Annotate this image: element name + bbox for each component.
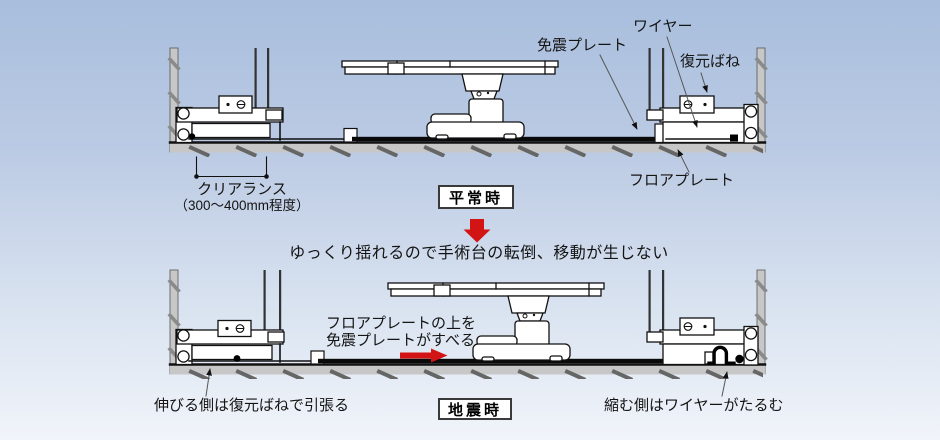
red-right-arrow-icon	[400, 348, 448, 363]
top-diagram	[167, 36, 768, 179]
bottom-left-device	[175, 270, 314, 366]
wire-clamp	[730, 134, 738, 142]
slack-side-label: 縮む側はワイヤーがたるむ	[604, 397, 784, 414]
bottom-leader-lines	[205, 368, 729, 397]
isolation-plate-label: 免震プレート	[537, 37, 628, 54]
top-operating-table	[341, 60, 559, 140]
clearance-label-range: （300〜400mm程度）	[174, 197, 310, 213]
wire-label: ワイヤー	[633, 18, 693, 35]
transition-caption: ゆっくり揺れるので手術台の転倒、移動が生じない	[289, 245, 669, 262]
clearance-label-title: クリアランス	[197, 181, 287, 198]
slide-annotation-line1: フロアプレートの上を	[326, 315, 477, 332]
stretch-side-label: 伸びる側は復元ばねで引張る	[154, 397, 350, 414]
top-floor-plate	[168, 141, 767, 157]
wire-clamp	[233, 355, 241, 362]
earthquake-state-box: 地震時	[438, 398, 512, 420]
bottom-operating-table	[387, 282, 605, 362]
clearance-dimension	[194, 156, 269, 179]
floor-plate-label: フロアプレート	[629, 172, 735, 189]
wire-clamp	[735, 354, 744, 364]
clearance-label: クリアランス （300〜400mm程度）	[168, 181, 316, 213]
slide-annotation: フロアプレートの上を 免震プレートがすべる	[326, 315, 477, 349]
restoring-spring-label: 復元ばね	[680, 53, 741, 70]
bottom-diagram	[167, 269, 768, 397]
slack-wire-loop	[707, 345, 736, 365]
bottom-isolation-plate	[310, 350, 708, 365]
top-leader-lines	[599, 36, 708, 173]
normal-state-box: 平常時	[438, 185, 514, 209]
red-down-arrow-icon	[463, 219, 491, 243]
top-left-device	[175, 48, 346, 144]
wire-clamp	[188, 133, 196, 140]
slide-annotation-line2: 免震プレートがすべる	[326, 331, 475, 349]
bottom-right-device	[646, 270, 759, 366]
top-isolation-plate	[343, 123, 665, 144]
bottom-floor-plate	[168, 363, 767, 379]
